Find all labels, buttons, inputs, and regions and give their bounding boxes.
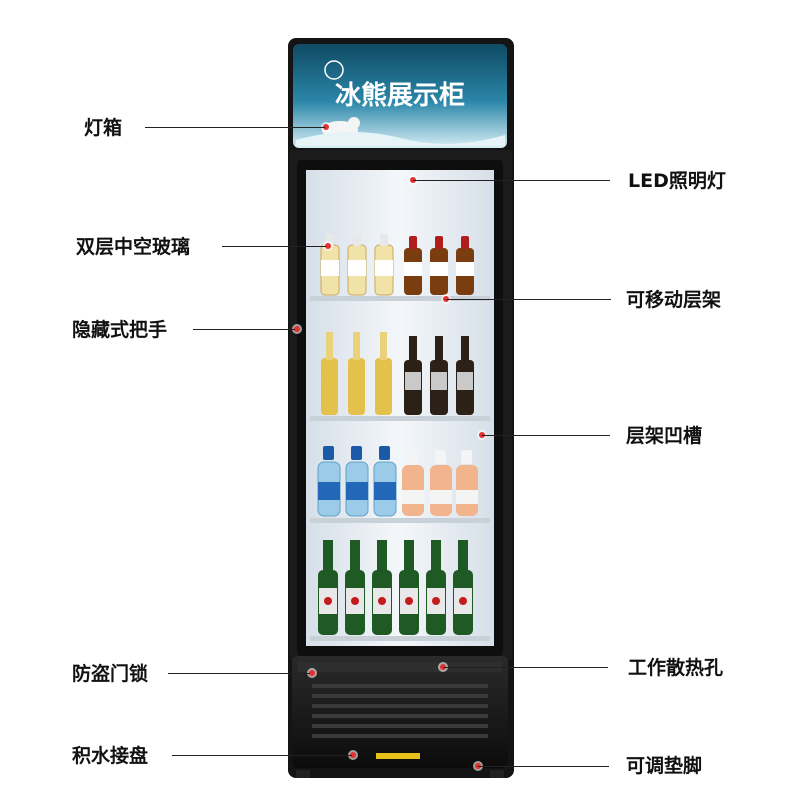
leader-movable-shelf <box>446 299 611 300</box>
marker-drip-tray <box>350 752 356 758</box>
shelf-2-bottles <box>321 332 474 415</box>
sign-text: 冰熊展示柜 <box>335 80 465 111</box>
shelf-4-bottles <box>318 540 473 635</box>
label-drip-tray: 积水接盘 <box>72 745 149 767</box>
drip-tray-label <box>376 753 420 759</box>
leader-double-glass <box>222 246 326 247</box>
marker-anti-theft-lock <box>309 670 315 676</box>
leader-adjustable-feet <box>478 766 609 767</box>
label-lightbox: 灯箱 <box>84 117 123 139</box>
label-movable-shelf: 可移动层架 <box>626 289 722 311</box>
leader-shelf-groove <box>482 435 610 436</box>
leader-lightbox <box>145 127 325 128</box>
base-vent <box>292 656 508 778</box>
label-vent-holes: 工作散热孔 <box>628 657 724 679</box>
leader-vent-holes <box>443 667 608 668</box>
marker-double-glass <box>325 243 331 249</box>
shelf-1-bottles <box>320 234 474 296</box>
label-shelf-groove: 层架凹槽 <box>626 425 703 447</box>
marker-lightbox <box>323 124 329 130</box>
label-led-light: LED照明灯 <box>628 170 726 192</box>
shelf-3-bottles <box>317 446 478 517</box>
leader-drip-tray <box>172 755 352 756</box>
label-adjustable-feet: 可调垫脚 <box>626 755 703 777</box>
light-box: 冰熊展示柜 <box>293 44 507 148</box>
brand-logo-icon <box>324 60 344 80</box>
leader-hidden-handle <box>193 329 295 330</box>
label-anti-theft-lock: 防盗门锁 <box>72 663 149 685</box>
label-hidden-handle: 隐藏式把手 <box>72 319 168 341</box>
shelves <box>310 296 490 641</box>
label-double-glass: 双层中空玻璃 <box>76 236 191 258</box>
marker-hidden-handle <box>294 326 300 332</box>
leader-anti-theft-lock <box>168 673 310 674</box>
leader-led-light <box>413 180 610 181</box>
